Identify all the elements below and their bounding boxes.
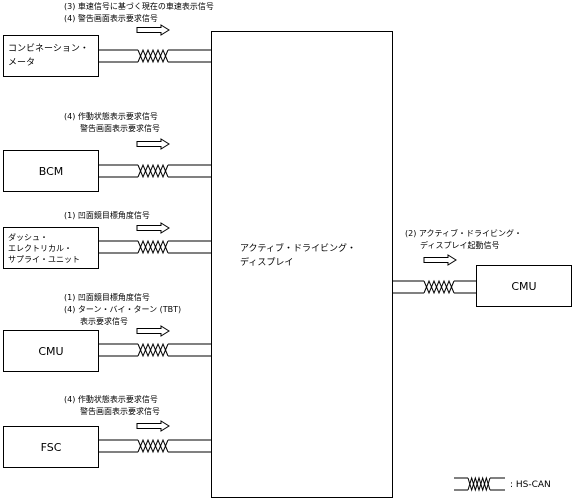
bcm-signal-line1: (4) 作動状態表示要求信号	[64, 112, 158, 121]
wire-bcm	[99, 163, 211, 179]
dash-electrical-supply-unit-box: ダッシュ・ エレクトリカル・ サプライ・ユニット	[3, 227, 99, 269]
wire-fsc	[99, 438, 211, 454]
meter-signal-line1: (3) 車速信号に基づく現在の車速表示信号	[64, 2, 214, 11]
cmu-right-signal-line2: ディスプレイ起動信号	[420, 241, 500, 250]
meter-signal-line2: (4) 警告画面表示要求信号	[64, 14, 158, 23]
cmu-right-label: CMU	[511, 279, 537, 293]
bcm-signal-line2: 警告画面表示要求信号	[80, 124, 160, 133]
cmu-left-signal-line1: (1) 凹面鏡目標角度信号	[64, 293, 150, 302]
legend-hs-can-symbol	[454, 476, 505, 492]
arrow-cmu-left	[136, 325, 170, 337]
fsc-box: FSC	[3, 426, 99, 468]
wire-cmu-left	[99, 342, 211, 358]
arrow-meter	[136, 24, 170, 36]
active-driving-display-label-line2: ディスプレイ	[240, 258, 294, 268]
wire-cmu-right	[393, 279, 476, 295]
bcm-label: BCM	[38, 164, 64, 178]
fsc-signal-line2: 警告画面表示要求信号	[80, 407, 160, 416]
cmu-right-box: CMU	[476, 265, 572, 307]
cmu-left-box: CMU	[3, 330, 99, 372]
cmu-left-signal-line2: (4) ターン・バイ・ターン (TBT)	[64, 305, 182, 314]
combination-meter-label-line2: メータ	[8, 58, 36, 68]
cmu-left-signal-line3: 表示要求信号	[80, 317, 128, 326]
dash-signal-line1: (1) 凹面鏡目標角度信号	[64, 211, 150, 220]
fsc-label: FSC	[40, 440, 62, 454]
cmu-right-signal-line1: (2) アクティブ・ドライビング・	[405, 229, 522, 238]
combination-meter-label-line1: コンビネーション・	[8, 44, 89, 54]
bcm-box: BCM	[3, 150, 99, 192]
arrow-cmu-right	[423, 254, 457, 266]
active-driving-display-box: アクティブ・ドライビング・ ディスプレイ	[211, 31, 393, 498]
dash-electrical-label-line3: サプライ・ユニット	[8, 255, 80, 264]
arrow-fsc	[136, 420, 170, 432]
fsc-signal-line1: (4) 作動状態表示要求信号	[64, 395, 158, 404]
legend-hs-can-label: : HS-CAN	[510, 480, 551, 490]
wire-dash	[99, 239, 211, 255]
cmu-left-label: CMU	[38, 344, 64, 358]
active-driving-display-label-line1: アクティブ・ドライビング・	[240, 244, 357, 254]
dash-electrical-label-line2: エレクトリカル・	[8, 244, 72, 253]
dash-electrical-label-line1: ダッシュ・	[8, 233, 48, 242]
wire-meter	[99, 48, 211, 64]
combination-meter-box: コンビネーション・ メータ	[3, 35, 99, 77]
arrow-dash	[136, 222, 170, 234]
arrow-bcm	[136, 138, 170, 150]
